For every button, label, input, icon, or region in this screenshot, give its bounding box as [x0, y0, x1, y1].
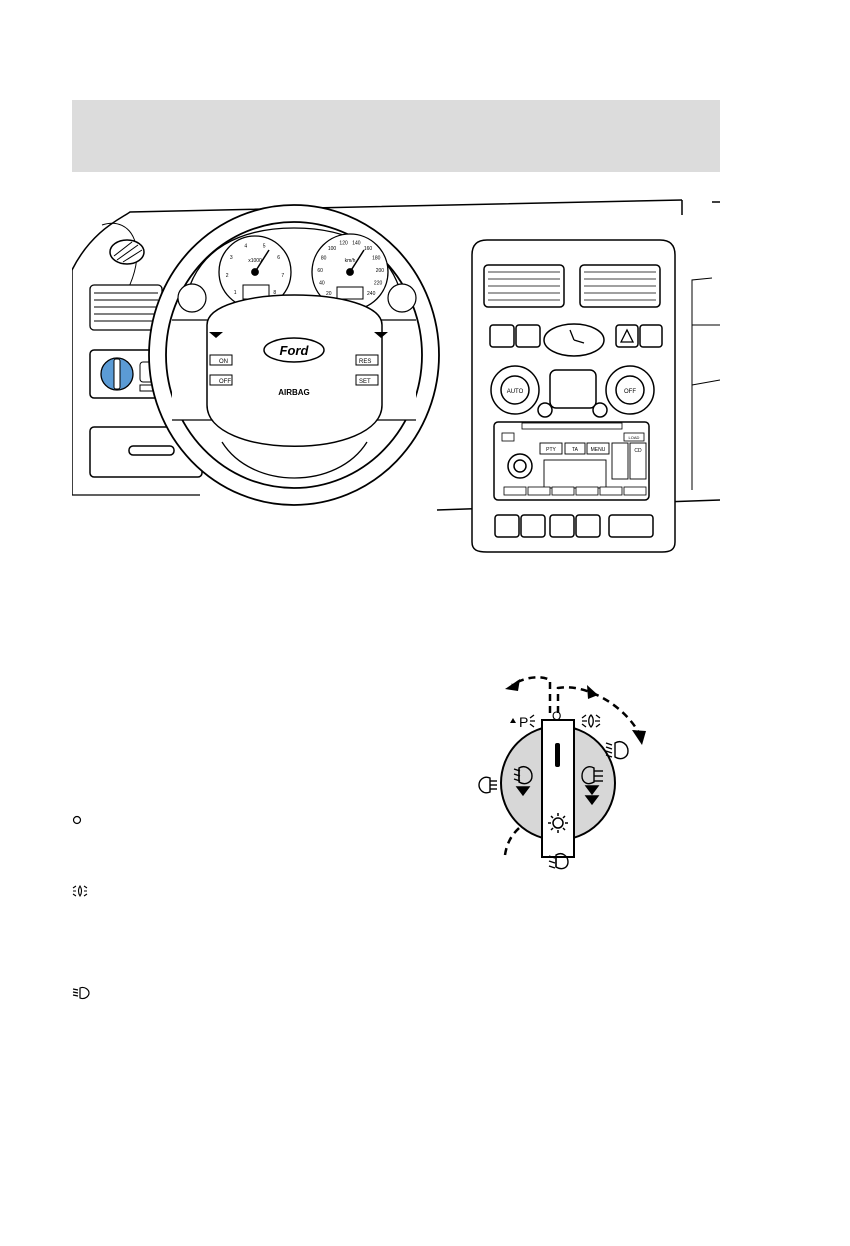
- speedo-tick-label: 220: [374, 281, 383, 287]
- tacho-tick-label: 6: [277, 255, 280, 261]
- parking-light-icon: [529, 714, 535, 728]
- tacho-tick-label: 1: [234, 290, 237, 296]
- radio-menu-label: MENU: [591, 447, 606, 453]
- speedo-tick-label: 160: [364, 246, 373, 252]
- radio-load-label: LOAD: [629, 435, 640, 440]
- rear-fog-icon: [581, 766, 603, 806]
- header-band: [72, 100, 720, 172]
- legend-off-symbol-text: O: [0, 0, 1, 1]
- tacho-tick-label: 4: [244, 244, 247, 250]
- panel-light-icon: [548, 813, 568, 833]
- wheel-set-label: SET: [359, 379, 371, 385]
- radio-pty-label: PTY: [546, 447, 556, 453]
- wheel-on-label: ON: [219, 359, 228, 365]
- pull-arrow: [503, 815, 537, 856]
- speedo-tick-label: 20: [326, 291, 332, 297]
- arrow-head-top-right: [587, 685, 598, 699]
- speedo-tick-label: 120: [339, 241, 348, 247]
- climate-auto-label: AUTO: [507, 389, 524, 395]
- headlamp-icon: [605, 741, 629, 760]
- wheel-off-label: OFF: [219, 379, 231, 385]
- radio-cd-label: CD: [634, 448, 642, 454]
- speedo-tick-label: 60: [317, 268, 323, 274]
- tacho-tick-label: 3: [230, 255, 233, 261]
- speedo-tick-label: 200: [376, 268, 385, 274]
- arrow-head-right: [632, 730, 646, 745]
- tacho-tick-label: 7: [281, 273, 284, 279]
- wheel-res-label: RES: [359, 359, 371, 365]
- off-position-label: O: [552, 709, 561, 723]
- headlamp-switch-illustration: P O: [478, 676, 646, 870]
- climate-off-label: OFF: [624, 389, 636, 395]
- center-console: [471, 239, 676, 553]
- legend-headlamp-icon: [72, 986, 90, 1000]
- steering-wheel: [148, 204, 440, 506]
- tacho-tick-label: 5: [263, 244, 266, 250]
- tacho-label: x1000: [248, 258, 262, 264]
- front-fog-icon: [513, 766, 533, 797]
- airbag-label: AIRBAG: [278, 388, 310, 397]
- speaker-grille: [109, 239, 145, 265]
- speedo-tick-label: 180: [372, 256, 381, 262]
- parking-light-label: P: [519, 714, 528, 730]
- speedo-tick-label: 140: [352, 241, 361, 247]
- speedo-unit: km/h: [345, 258, 356, 264]
- speedo-tick-label: 40: [319, 281, 325, 287]
- speedo-tick-label: 240: [367, 291, 376, 297]
- rotate-left-arrow: [511, 676, 552, 713]
- legend-off-icon: [72, 815, 82, 825]
- speedo-tick-label: 100: [328, 246, 337, 252]
- side-fog-icon: [478, 776, 497, 794]
- ford-logo-text: Ford: [280, 343, 310, 358]
- tacho-tick-label: 2: [226, 273, 229, 279]
- rotate-right-arrow: [556, 686, 642, 736]
- switch-handle: [541, 719, 575, 858]
- tacho-tick-label: 8: [273, 290, 276, 296]
- arrow-head-left: [505, 679, 520, 691]
- sidelight-icon: [581, 714, 601, 728]
- dashboard-illustration: Ford AIRBAG ON OFF RES SET x1000 km/h 12…: [72, 199, 720, 553]
- speedo-tick-label: 80: [321, 256, 327, 262]
- bottom-fog-icon: [548, 853, 569, 870]
- radio-ta-label: TA: [572, 447, 579, 453]
- legend-sidelight-icon: [72, 885, 88, 897]
- left-air-vent: [89, 284, 163, 331]
